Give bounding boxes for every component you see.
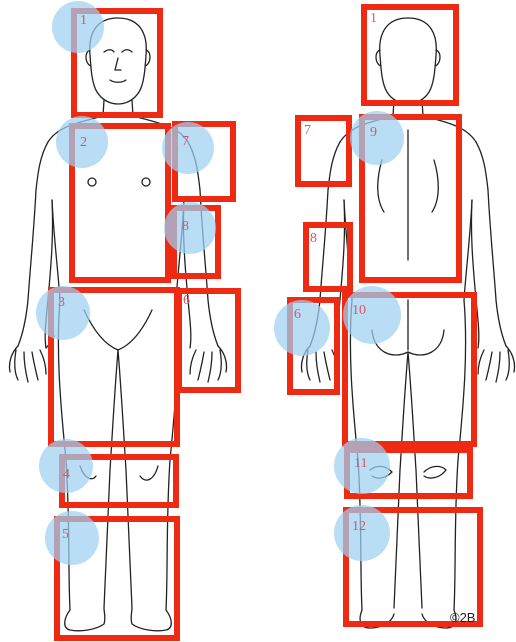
zone-front-forearm[interactable]: 8	[164, 202, 218, 276]
zone-label: 7	[304, 123, 311, 138]
zone-back-head[interactable]: 1	[364, 7, 456, 103]
zone-label: 12	[352, 519, 366, 534]
zone-label: 7	[182, 134, 189, 149]
zone-front-torso[interactable]: 2	[56, 116, 168, 280]
zone-label: 2	[80, 135, 87, 150]
zone-back-upper-arm[interactable]: 7	[298, 118, 349, 184]
zone-label: 8	[310, 231, 317, 246]
zone-label: 1	[80, 13, 87, 28]
zone-label: 9	[370, 125, 377, 140]
zone-label: 6	[294, 307, 301, 322]
zone-back-lower-legs-feet[interactable]: 12	[334, 505, 480, 624]
zone-front-hips-thighs[interactable]: 3	[36, 286, 177, 444]
zone-front-upper-arm[interactable]: 7	[162, 122, 233, 199]
zone-label: 5	[62, 527, 69, 542]
zone-front-head[interactable]: 1	[52, 1, 160, 115]
zone-label: 10	[352, 303, 366, 318]
zone-label: 1	[370, 11, 377, 26]
copyright-mark: ©2B	[450, 610, 475, 625]
zone-label: 11	[354, 456, 367, 471]
zone-label: 6	[183, 293, 190, 308]
zone-label: 3	[58, 295, 65, 310]
zone-back-hand[interactable]: 6	[274, 300, 337, 392]
zone-label: 4	[63, 467, 70, 482]
zone-back-torso[interactable]: 9	[350, 111, 459, 280]
zone-label: 8	[182, 219, 189, 234]
